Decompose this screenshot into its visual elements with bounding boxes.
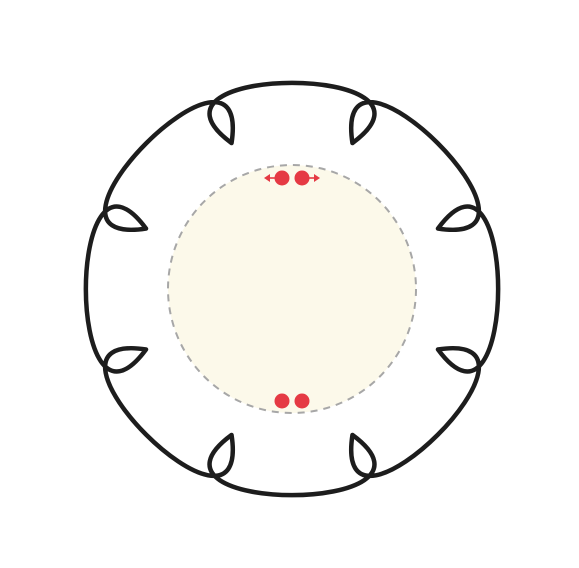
top-handle-2[interactable] [295, 171, 310, 186]
flower-center-disc [168, 165, 416, 413]
bottom-handle-1[interactable] [275, 394, 290, 409]
bottom-handle-2[interactable] [295, 394, 310, 409]
top-handle-1[interactable] [275, 171, 290, 186]
